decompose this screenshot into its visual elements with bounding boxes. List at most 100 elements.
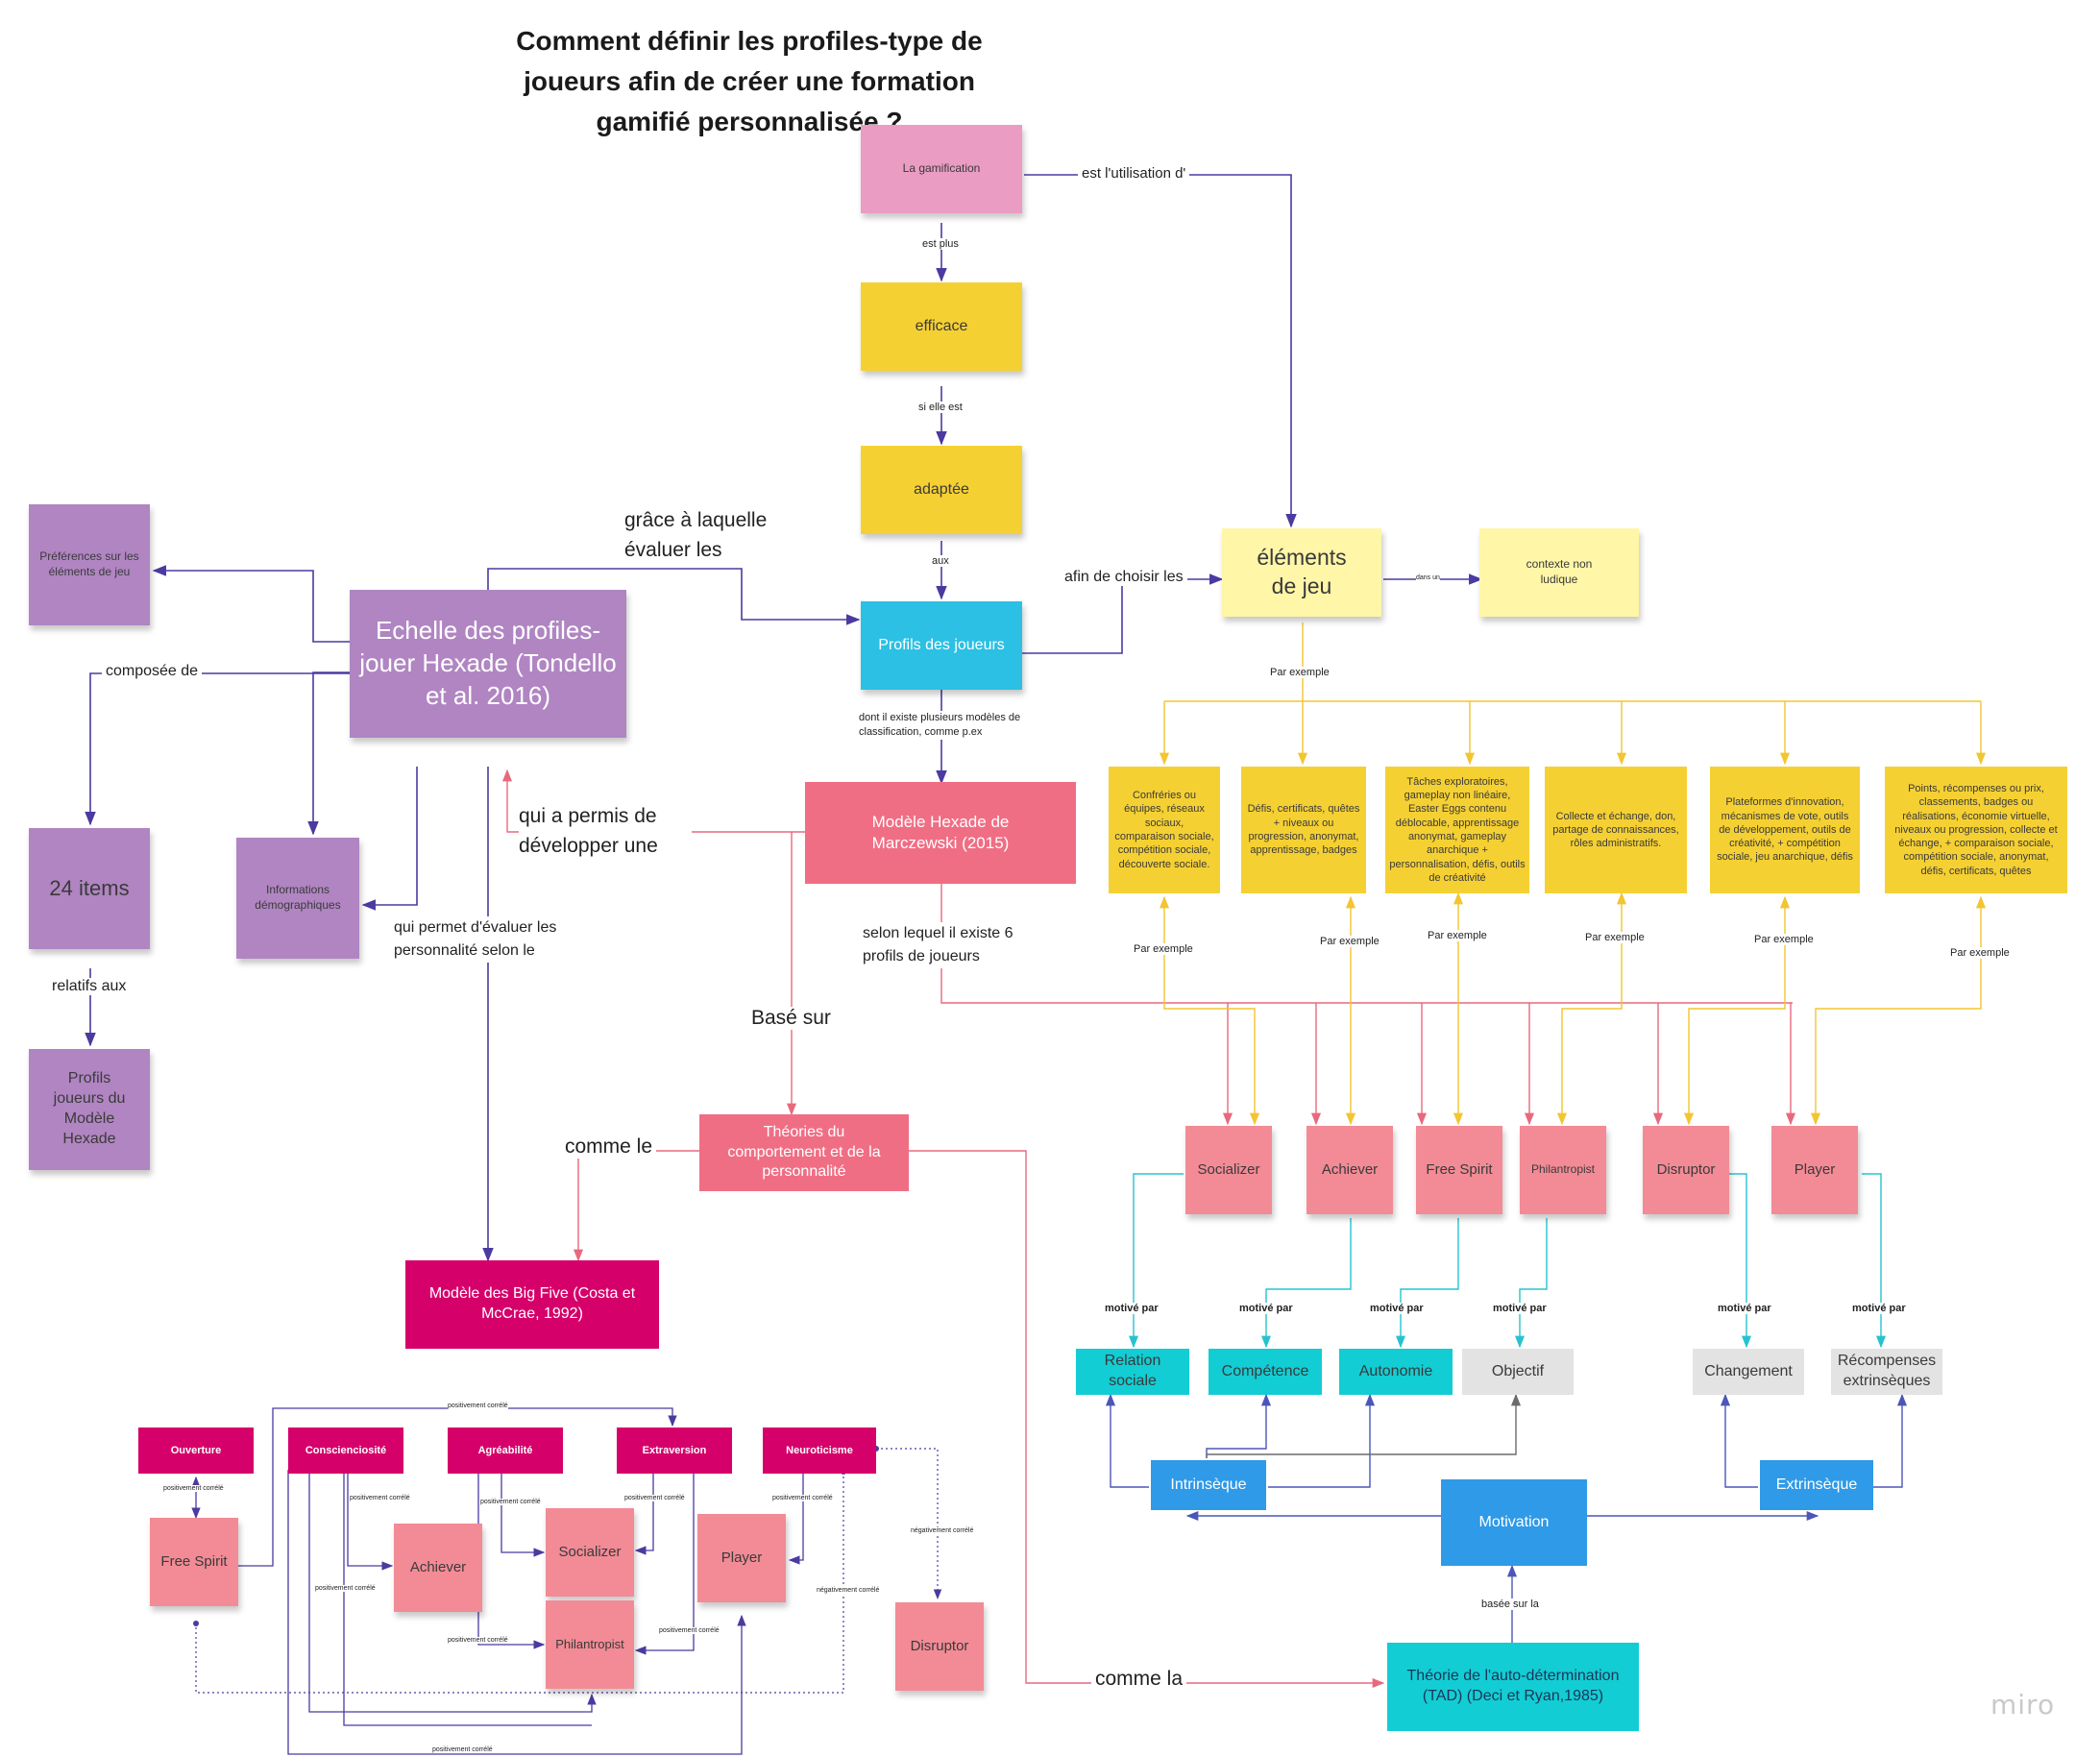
note-example-taches-text: Tâches exploratoires, gameplay non linéa… [1389,775,1526,884]
note-example-plateformes[interactable]: Plateformes d'innovation, mécanismes de … [1710,767,1860,893]
note-contexte[interactable]: contexte non ludique [1479,528,1639,617]
label-comme-la: comme la [1091,1668,1187,1691]
note-socializer[interactable]: Socializer [1185,1126,1272,1214]
note-echelle-hexade[interactable]: Echelle des profiles-jouer Hexade (Tonde… [350,590,626,738]
note-bf-socializer-text: Socializer [558,1544,622,1561]
note-player[interactable]: Player [1771,1126,1858,1214]
label-par-exemple-2: Par exemple [1320,936,1380,947]
note-example-points-text: Points, récompenses ou prix, classements… [1894,782,2058,877]
note-profils-joueurs[interactable]: Profils des joueurs [861,601,1022,690]
note-profils-hexade[interactable]: Profils joueurs du Modèle Hexade [29,1049,150,1170]
note-extrinseque-text: Extrinsèque [1775,1476,1858,1493]
label-neg-correle-2: négativement corrélé [817,1587,880,1594]
label-par-exemple-6: Par exemple [1950,947,2010,959]
miro-logo: miro [1990,1689,2056,1720]
arrow-profils-elements [1022,573,1224,654]
label-qui-permet: qui permet d'évaluer les personnalité se… [394,916,605,963]
note-autonomie[interactable]: Autonomie [1339,1349,1453,1395]
note-competence[interactable]: Compétence [1209,1349,1322,1395]
arrow-echelle-24items [85,672,350,826]
label-dans-un: dans un [1416,574,1440,581]
note-free-spirit-text: Free Spirit [1426,1161,1493,1179]
label-motive-par-6: motivé par [1852,1303,1906,1314]
note-bf-disruptor[interactable]: Disruptor [895,1602,984,1691]
note-intrinseque[interactable]: Intrinsèque [1151,1460,1266,1510]
note-gamification[interactable]: La gamification [861,125,1022,213]
note-extrinseque[interactable]: Extrinsèque [1760,1460,1873,1510]
note-example-collecte[interactable]: Collecte et échange, don, partage de con… [1545,767,1687,893]
note-elements-jeu[interactable]: éléments de jeu [1222,528,1381,617]
label-motive-par-2: motivé par [1239,1303,1293,1314]
note-example-points[interactable]: Points, récompenses ou prix, classements… [1885,767,2067,893]
note-agreabilite[interactable]: Agréabilité [448,1428,563,1474]
note-bf-philantropist[interactable]: Philantropist [546,1600,634,1689]
note-disruptor[interactable]: Disruptor [1643,1126,1729,1214]
note-achiever-text: Achiever [1321,1161,1379,1179]
note-autonomie-text: Autonomie [1358,1362,1433,1379]
note-preferences-text: Préférences sur les éléments de jeu [39,549,139,578]
note-achiever[interactable]: Achiever [1306,1126,1393,1214]
note-24-items[interactable]: 24 items [29,828,150,949]
note-motivation[interactable]: Motivation [1441,1479,1587,1566]
note-motivation-text: Motivation [1478,1513,1550,1530]
arrow-echelle-profils [487,568,861,625]
note-bf-free-spirit-text: Free Spirit [160,1553,228,1571]
note-contexte-text: contexte non ludique [1526,557,1593,586]
arrow-gamif-elements [1024,174,1297,528]
note-modele-hexade[interactable]: Modèle Hexade de Marczewski (2015) [805,782,1076,884]
note-tad[interactable]: Théorie de l'auto-détermination (TAD) (D… [1387,1643,1639,1731]
note-echelle-hexade-text: Echelle des profiles-jouer Hexade (Tonde… [359,616,617,710]
note-example-social[interactable]: Confréries ou équipes, réseaux sociaux, … [1109,767,1220,893]
note-relation-sociale[interactable]: Relation sociale [1076,1349,1189,1395]
note-preferences[interactable]: Préférences sur les éléments de jeu [29,504,150,625]
note-bf-free-spirit[interactable]: Free Spirit [150,1518,238,1606]
note-adaptee-text: adaptée [914,480,969,498]
note-extraversion[interactable]: Extraversion [617,1428,732,1474]
label-basee-sur-la: basée sur la [1481,1598,1539,1610]
note-ouverture[interactable]: Ouverture [138,1428,254,1474]
note-theories[interactable]: Théories du comportement et de la person… [699,1114,909,1191]
arrow-theories-tad [909,1150,1385,1689]
note-gamification-text: La gamification [902,161,981,176]
note-efficace[interactable]: efficace [861,282,1022,371]
note-competence-text: Compétence [1221,1362,1309,1379]
label-par-exemple-5: Par exemple [1754,934,1814,945]
label-qui-a-permis: qui a permis de développer une [519,801,692,861]
label-dont-il-existe: dont il existe plusieurs modèles de clas… [859,711,1032,740]
arrow-theories-bigfive [573,1150,699,1262]
note-socializer-text: Socializer [1197,1161,1260,1179]
note-player-text: Player [1794,1161,1836,1179]
label-neg-correle-1: négativement corrélé [911,1527,974,1534]
note-bf-disruptor-text: Disruptor [910,1638,969,1655]
note-free-spirit[interactable]: Free Spirit [1416,1126,1502,1214]
note-ouverture-text: Ouverture [170,1444,222,1456]
label-pos-correle-2: positivement corrélé [448,1403,508,1409]
note-adaptee[interactable]: adaptée [861,446,1022,534]
note-bf-achiever-text: Achiever [409,1559,467,1576]
label-grace-a-laquelle: grâce à laquelle évaluer les [624,505,797,565]
note-changement[interactable]: Changement [1693,1349,1804,1395]
note-objectif[interactable]: Objectif [1462,1349,1574,1395]
elements-bus [1164,622,1981,702]
note-example-defis[interactable]: Défis, certificats, quêtes + niveaux ou … [1241,767,1366,893]
note-bf-player-text: Player [720,1550,763,1567]
note-bf-player[interactable]: Player [697,1514,786,1602]
note-conscienciosite[interactable]: Conscienciosité [288,1428,403,1474]
label-afin-de-choisir: afin de choisir les [1061,569,1187,586]
label-motive-par-5: motivé par [1718,1303,1771,1314]
note-bf-achiever[interactable]: Achiever [394,1524,482,1612]
note-neuroticisme[interactable]: Neuroticisme [763,1428,876,1474]
note-recompenses[interactable]: Récompenses extrinsèques [1831,1349,1942,1395]
label-par-exemple-1: Par exemple [1134,943,1193,955]
note-informations-demographiques[interactable]: Informations démographiques [236,838,359,959]
note-bf-socializer[interactable]: Socializer [546,1508,634,1597]
note-philantropist[interactable]: Philantropist [1520,1126,1606,1214]
label-pos-correle-10: positivement corrélé [432,1746,493,1753]
note-profils-joueurs-text: Profils des joueurs [878,636,1005,653]
note-example-taches[interactable]: Tâches exploratoires, gameplay non linéa… [1385,767,1529,893]
note-big-five[interactable]: Modèle des Big Five (Costa et McCrae, 19… [405,1260,659,1349]
note-philantropist-text: Philantropist [1530,1162,1596,1177]
label-pos-correle-1: positivement corrélé [163,1485,224,1492]
arrow-echelle-infos [307,671,350,836]
